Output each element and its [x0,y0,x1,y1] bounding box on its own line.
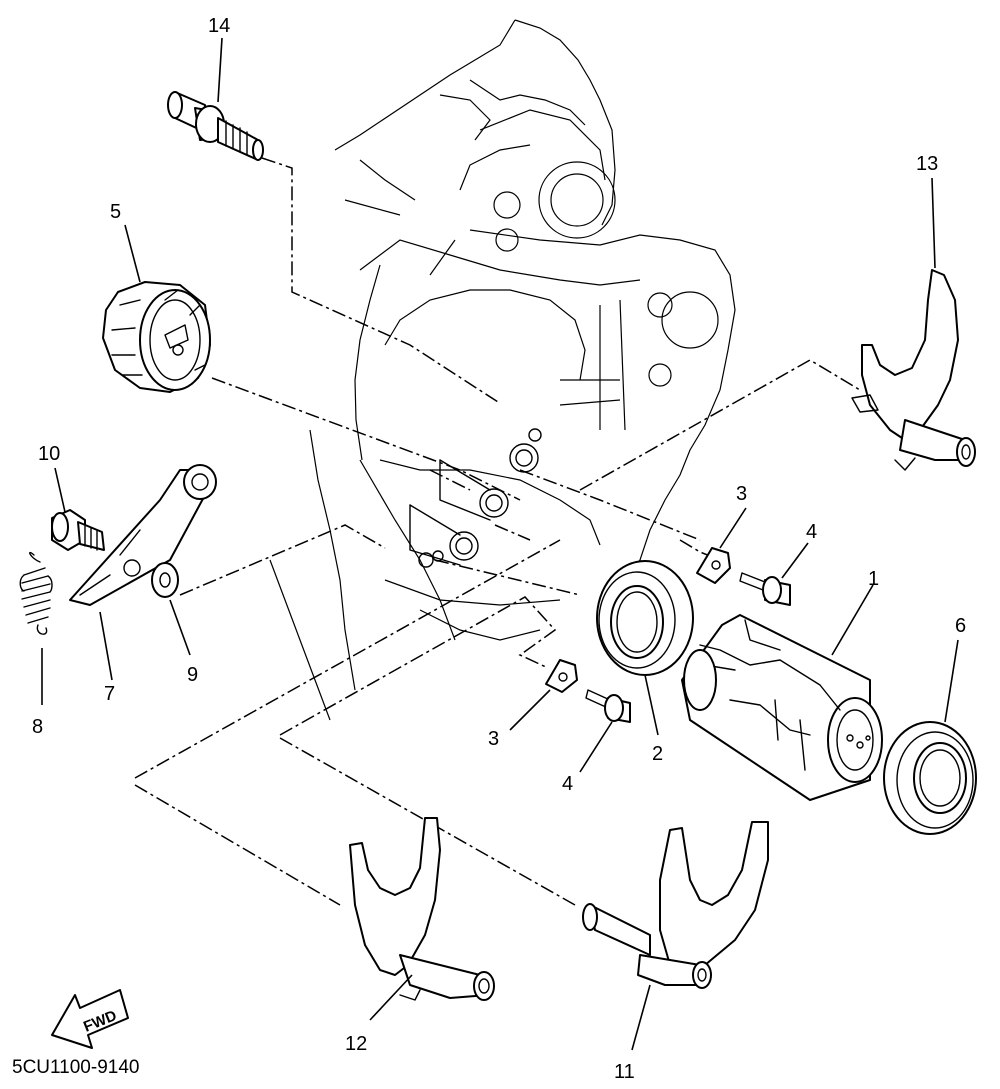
part-8-spring [19,551,53,635]
callout-4-lower: 4 [562,773,573,795]
part-10-screw [51,509,105,551]
callout-3-upper: 3 [736,483,747,505]
part-7-stopper-lever [69,464,217,606]
part-9-washer [151,562,179,598]
callout-12: 12 [345,1033,367,1055]
callout-7: 7 [104,683,115,705]
crankcase-outline [269,19,736,721]
part-13-shift-fork [851,269,976,471]
part-5-segment [102,281,211,393]
callout-9: 9 [187,664,198,686]
part-14-bolt [167,91,264,161]
callout-8: 8 [32,716,43,738]
callout-5: 5 [110,201,121,223]
part-4-screw-upper [739,572,791,606]
callout-11: 11 [614,1061,635,1083]
part-11-shift-fork [582,821,769,989]
crankcase-bosses [409,428,542,568]
callout-10: 10 [38,443,60,465]
part-12-shift-fork [349,817,495,1001]
part-6-bearing [883,721,977,835]
part-3-plate-lower [545,659,578,693]
callout-4-upper: 4 [806,521,817,543]
drawing-code: 5CU1100-9140 [12,1057,139,1078]
part-2-bearing [596,560,694,676]
callout-2: 2 [652,743,663,765]
assembly-lines [134,157,861,906]
callout-14: 14 [208,15,230,37]
part-4-screw-lower [585,689,631,723]
callout-1: 1 [868,568,879,590]
part-3-plate-upper [696,547,731,584]
callout-numbers: 14 5 13 10 3 4 1 6 7 9 8 3 2 4 12 11 [32,15,966,1083]
callout-3-lower: 3 [488,728,499,750]
fwd-arrow-icon: FWD [51,989,129,1049]
callout-leaders [41,37,959,1051]
callout-6: 6 [955,615,966,637]
part-1-shift-drum [681,614,883,801]
callout-13: 13 [916,153,938,175]
